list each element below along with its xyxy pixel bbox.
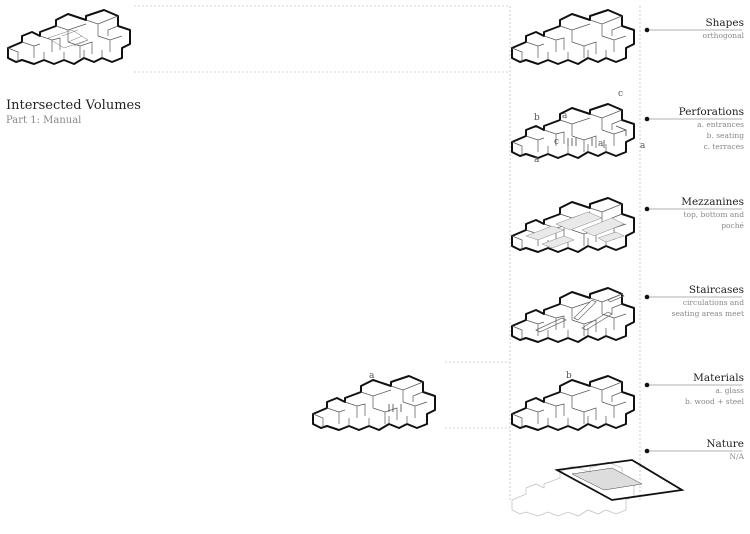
step-desc: b. wood + steel	[684, 397, 744, 406]
mezzanines-mass	[511, 197, 635, 253]
step-desc: c. terraces	[703, 142, 744, 151]
leaders	[647, 29, 742, 452]
diagram-subtitle: Part 1: Manual	[6, 115, 82, 126]
step-name: Materials	[693, 372, 744, 384]
marker-b: b	[534, 113, 540, 123]
step-desc: a. glass	[715, 386, 744, 395]
staircases-mass	[511, 287, 635, 343]
guide-lines	[134, 5, 641, 500]
step-desc: top, bottom and	[683, 210, 744, 219]
label-nature: Nature N/A	[634, 437, 744, 462]
step-name: Perforations	[678, 106, 744, 118]
label-materials: Materials a. glass b. wood + steel	[634, 371, 744, 407]
marker-c: c	[618, 89, 623, 99]
step-desc: orthogonal	[702, 31, 744, 40]
step-name: Nature	[706, 438, 744, 450]
step-name: Staircases	[688, 284, 744, 296]
perforations-mass: c a b c a a a	[511, 89, 646, 165]
materials-mass: b	[511, 371, 635, 431]
step-desc: seating areas meet	[671, 309, 744, 318]
step-name: Shapes	[705, 17, 744, 29]
step-desc: b. seating	[706, 131, 744, 140]
shapes-mass	[511, 9, 635, 65]
label-shapes: Shapes orthogonal	[634, 16, 744, 41]
leader-dots	[644, 27, 650, 454]
marker-a: a	[562, 111, 568, 121]
label-staircases: Staircases circulations and seating area…	[634, 283, 744, 319]
shapes-mass-left	[7, 9, 131, 65]
marker-a: a	[369, 371, 375, 381]
diagram-title: Intersected Volumes	[6, 98, 141, 113]
label-perforations: Perforations a. entrances b. seating c. …	[634, 105, 744, 152]
marker-a: a	[598, 139, 604, 149]
step-desc: a. entrances	[697, 120, 744, 129]
marker-c: c	[554, 137, 559, 147]
marker-a: a	[534, 155, 540, 165]
step-name: Mezzanines	[681, 196, 744, 208]
step-desc: poché	[721, 221, 744, 230]
site-slab	[554, 459, 685, 501]
label-mezzanines: Mezzanines top, bottom and poché	[634, 195, 744, 231]
step-desc: N/A	[729, 452, 744, 461]
materials-mass-left: a	[312, 371, 436, 431]
marker-a: a	[640, 141, 646, 151]
title-block: Intersected Volumes Part 1: Manual	[6, 98, 141, 126]
step-desc: circulations and	[682, 298, 744, 307]
marker-b: b	[566, 371, 572, 381]
nature-mass	[511, 459, 685, 517]
